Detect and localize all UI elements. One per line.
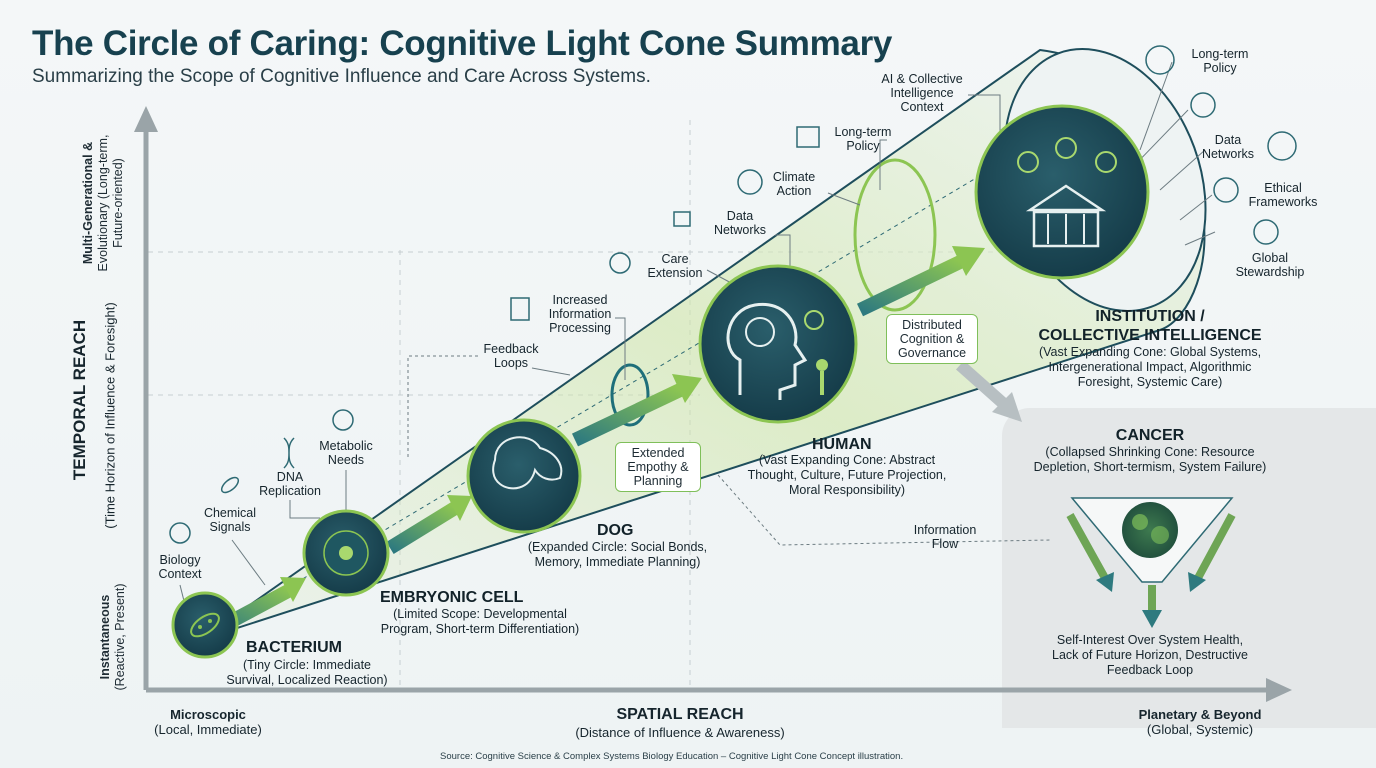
cancer-arrow	[956, 360, 1022, 422]
dna-icon	[283, 437, 295, 469]
institution-title: INSTITUTION /COLLECTIVE INTELLIGENCE	[1038, 308, 1262, 344]
cancer-funnel	[1066, 497, 1236, 628]
cancer-title: CANCER	[1115, 427, 1185, 444]
dog-title: DOG	[597, 522, 634, 539]
cone-rings	[610, 158, 937, 427]
x-right-label-1: Planetary & Beyond	[1138, 707, 1262, 722]
arrow-head-2	[447, 495, 472, 521]
right-network-icon	[1267, 131, 1297, 161]
embryonic-cell-node	[302, 509, 390, 597]
arrow-head-3	[672, 374, 702, 403]
bacterium-node	[171, 591, 239, 659]
x-right-label-2: (Global, Systemic)	[1146, 722, 1254, 737]
x-left-label-2: (Local, Immediate)	[154, 722, 262, 737]
document-icon	[510, 297, 530, 321]
dog-desc: (Expanded Circle: Social Bonds,Memory, I…	[527, 540, 708, 569]
chemical-icon	[220, 476, 240, 494]
y-top-label-1: Multi-Generational &	[81, 141, 95, 265]
x-axis-title: SPATIAL REACH	[616, 706, 744, 723]
right-globe-icon	[1253, 219, 1279, 245]
scales-icon	[1213, 177, 1239, 203]
bacterium-title: BACTERIUM	[246, 639, 342, 656]
dog-node	[466, 418, 582, 534]
arrow-head-4	[952, 246, 985, 276]
human-node	[698, 264, 858, 424]
x-left-label-1: Microscopic	[170, 707, 246, 722]
axes	[134, 106, 1292, 702]
cancer-panel	[1002, 408, 1376, 728]
callout-icons	[169, 45, 1297, 544]
embryonic-cell-title: EMBRYONIC CELL	[380, 589, 524, 606]
y-top-label-3: Future-oriented)	[111, 158, 125, 248]
x-axis-subtitle: (Distance of Influence & Awareness)	[575, 725, 785, 740]
globe-icon	[737, 169, 763, 195]
arrow-head-1	[280, 577, 306, 602]
cancer-note: Self-Interest Over System Health,Lack of…	[1052, 633, 1248, 677]
y-bottom-label-1: Instantaneous	[98, 594, 112, 680]
brain-gear-icon	[1145, 45, 1175, 75]
biology-icon	[169, 522, 191, 544]
data-network-icon	[673, 211, 691, 227]
institution-node	[974, 104, 1150, 280]
page-title: The Circle of Caring: Cognitive Light Co…	[32, 24, 893, 63]
y-bottom-label-2: (Reactive, Present)	[113, 583, 127, 691]
y-top-label-2: Evolutionary (Long-term,	[96, 134, 110, 272]
source-note: Source: Cognitive Science & Complex Syst…	[440, 751, 904, 762]
human-title: HUMAN	[812, 436, 872, 453]
care-icon	[609, 252, 631, 274]
page-subtitle: Summarizing the Scope of Cognitive Influ…	[32, 66, 651, 87]
calendar-icon	[796, 126, 820, 148]
network-icon	[1190, 92, 1216, 118]
metabolic-icon	[332, 409, 354, 431]
institution-desc: (Vast Expanding Cone: Global Systems,Int…	[1038, 345, 1262, 389]
